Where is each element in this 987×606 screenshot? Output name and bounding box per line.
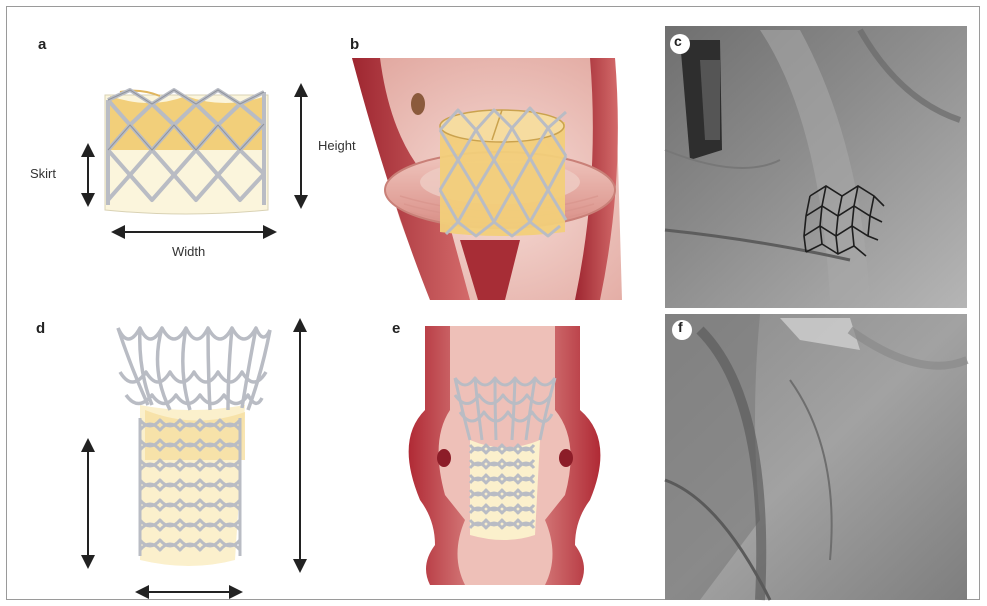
panel-f-xray: [665, 314, 967, 600]
panel-b-anatomy: [352, 58, 622, 300]
panel-d-valve: [88, 325, 300, 592]
panel-e-anatomy: [409, 326, 601, 585]
panel-a-valve: [88, 90, 301, 232]
panel-c-label: c: [674, 33, 682, 49]
panel-c-xray: [665, 26, 967, 308]
panel-f-label: f: [678, 319, 683, 335]
